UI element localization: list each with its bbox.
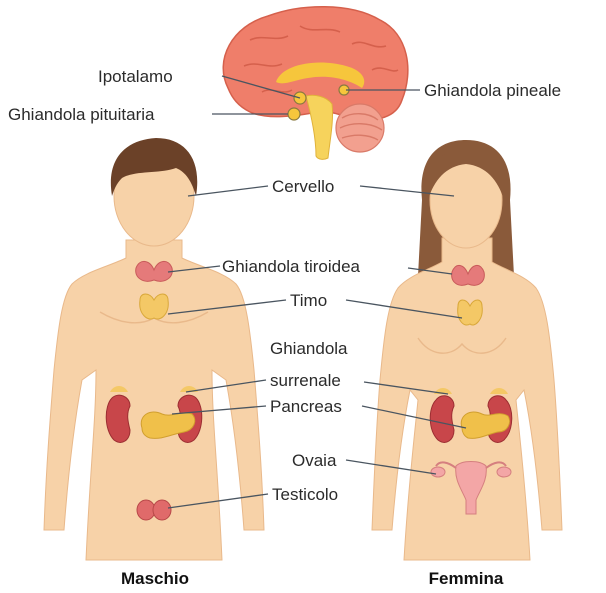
cerebellum (336, 104, 384, 152)
pituitary-marker (288, 108, 300, 120)
male-figure (44, 138, 264, 560)
label-adrenal-line2: surrenale (270, 371, 341, 390)
label-pancreas: Pancreas (270, 397, 342, 416)
caption-male: Maschio (121, 569, 189, 588)
brain-illustration (223, 7, 408, 160)
label-pituitary-gland: Ghiandola pituitaria (8, 105, 155, 124)
label-brain: Cervello (272, 177, 334, 196)
label-hypothalamus: Ipotalamo (98, 67, 173, 86)
label-thymus: Timo (290, 291, 327, 310)
caption-female: Femmina (429, 569, 504, 588)
label-thyroid-gland: Ghiandola tiroidea (222, 257, 361, 276)
label-testes: Testicolo (272, 485, 338, 504)
label-adrenal-line1: Ghiandola (270, 339, 348, 358)
brainstem (306, 95, 333, 159)
female-figure (372, 140, 562, 560)
label-ovaries: Ovaia (292, 451, 337, 470)
label-pineal-gland: Ghiandola pineale (424, 81, 561, 100)
